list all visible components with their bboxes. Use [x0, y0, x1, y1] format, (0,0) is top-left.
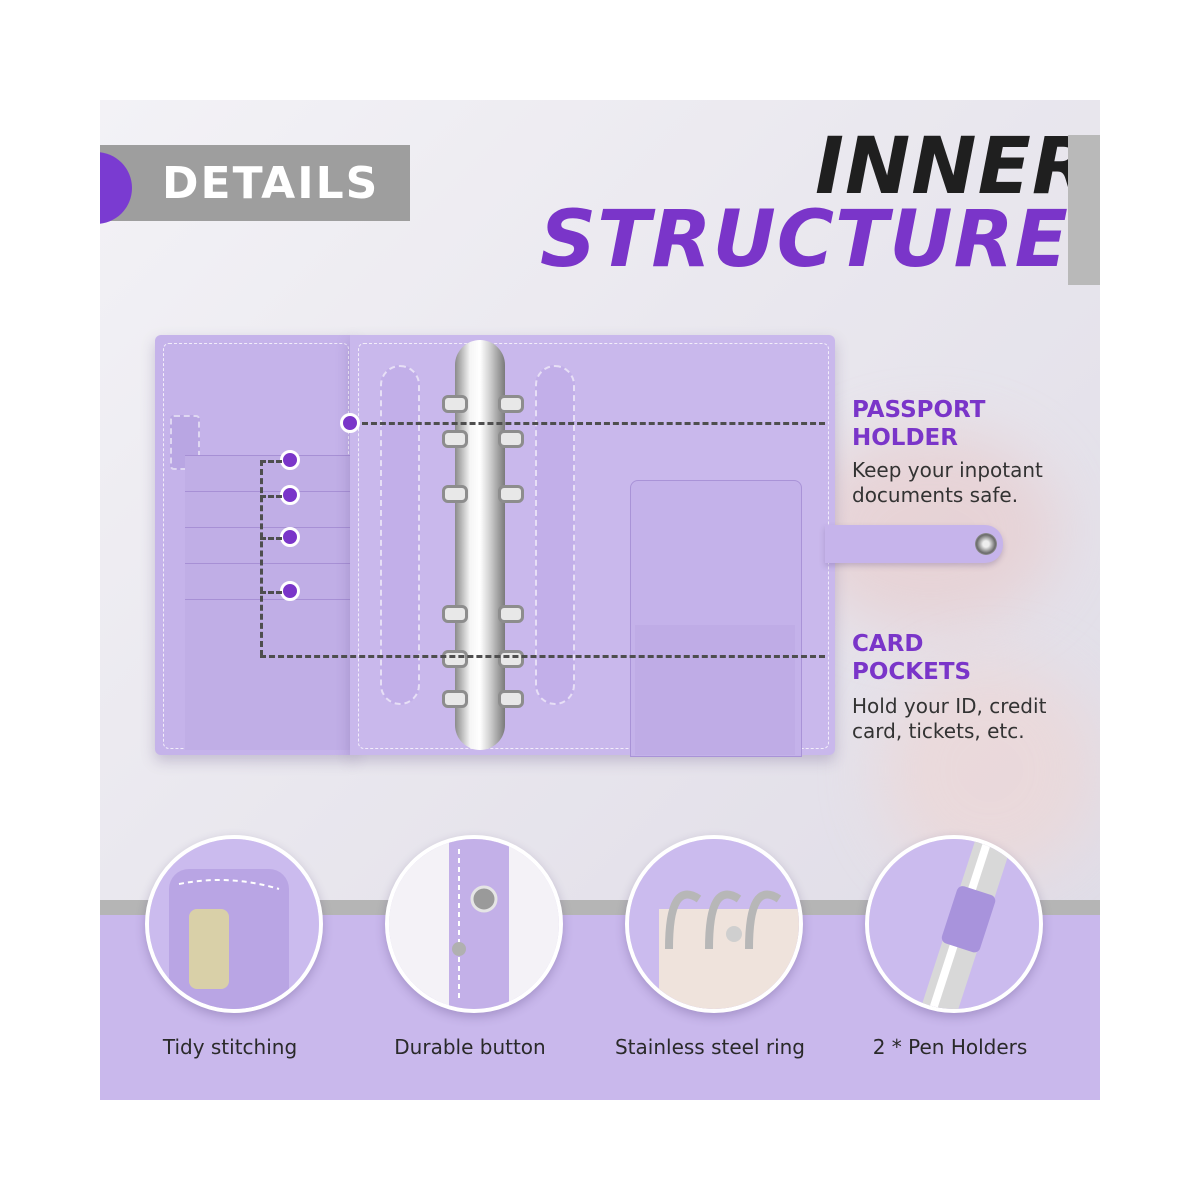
stitching-closeup-image	[145, 835, 323, 1013]
details-label: DETAILS	[162, 158, 380, 209]
title-accent-bar	[1068, 135, 1100, 285]
pen-holder-strap	[380, 365, 420, 705]
passport-desc-line: documents safe.	[852, 483, 1019, 507]
ring-icon	[442, 485, 468, 503]
card-marker-icon	[280, 450, 300, 470]
passport-desc-line: Keep your inpotant	[852, 458, 1043, 482]
card-pockets-description: Hold your ID, credit card, tickets, etc.	[852, 694, 1046, 744]
feature-caption: Stainless steel ring	[614, 1035, 806, 1059]
snap-button-closeup-image	[385, 835, 563, 1013]
snap-strap	[825, 525, 1003, 563]
passport-description: Keep your inpotant documents safe.	[852, 458, 1043, 508]
card-pocket	[185, 527, 350, 564]
title-line-2: STRUCTURE	[540, 195, 1069, 285]
product-info-panel: DETAILS INNER STRUCTURE	[100, 100, 1100, 1100]
card-desc-line: Hold your ID, credit	[852, 694, 1047, 718]
card-marker-icon	[280, 581, 300, 601]
card-marker-icon	[280, 485, 300, 505]
feature-caption: 2 * Pen Holders	[872, 1035, 1028, 1059]
ring-icon	[442, 430, 468, 448]
title-line-1: INNER	[815, 122, 1093, 212]
passport-title: PASSPORT HOLDER	[852, 396, 985, 452]
details-tab	[100, 145, 410, 221]
passport-marker-icon	[340, 413, 360, 433]
ring-icon	[498, 430, 524, 448]
right-slot	[635, 625, 795, 755]
card-marker-icon	[280, 527, 300, 547]
card-pockets-title: CARD POCKETS	[852, 630, 971, 686]
ring-icon	[442, 395, 468, 413]
snap-button-icon	[975, 533, 997, 555]
ring-icon	[498, 395, 524, 413]
pen-holder-closeup-image	[865, 835, 1043, 1013]
card-pocket-large	[185, 599, 350, 750]
ring-icon	[498, 605, 524, 623]
card-leader-line	[260, 591, 282, 594]
card-leader-line	[260, 537, 282, 540]
ring-icon	[442, 650, 468, 668]
card-desc-line: card, tickets, etc.	[852, 719, 1025, 743]
card-leader-line	[260, 460, 282, 463]
passport-title-line: HOLDER	[852, 425, 958, 451]
pen-holder-strap	[535, 365, 575, 705]
card-title-line: POCKETS	[852, 659, 972, 685]
feature-caption: Tidy stitching	[162, 1035, 298, 1059]
card-leader-line	[260, 460, 263, 656]
passport-leader-line	[362, 422, 825, 425]
feature-caption: Durable button	[394, 1035, 546, 1059]
card-title-line: CARD	[852, 631, 924, 657]
card-leader-line	[260, 655, 825, 658]
card-leader-line	[260, 495, 282, 498]
card-pocket	[185, 563, 350, 600]
ring-icon	[498, 650, 524, 668]
steel-ring-closeup-image	[625, 835, 803, 1013]
ring-icon	[498, 690, 524, 708]
passport-title-line: PASSPORT	[852, 397, 986, 423]
ring-icon	[498, 485, 524, 503]
ring-icon	[442, 605, 468, 623]
binder-illustration	[155, 335, 1003, 757]
ring-icon	[442, 690, 468, 708]
